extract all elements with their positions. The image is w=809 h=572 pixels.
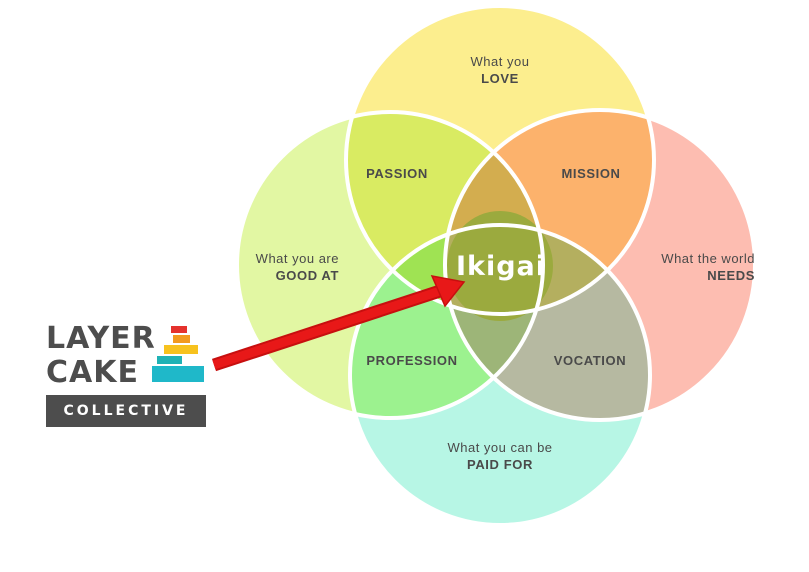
region-ikigai	[447, 211, 553, 321]
logo-cake-block-blue	[152, 366, 204, 382]
good-at-label-line2: GOOD AT	[276, 268, 339, 283]
profession-label: PROFESSION	[366, 353, 457, 368]
logo-word-collective: COLLECTIVE	[46, 395, 206, 427]
paid-for-label-line2: PAID FOR	[467, 457, 533, 472]
love-label-line2: LOVE	[481, 71, 519, 86]
logo-cake-block-red	[171, 326, 187, 333]
ikigai-label: Ikigai	[456, 251, 546, 282]
paid-for-label-line1: What you can be	[447, 440, 552, 455]
love-label-line1: What you	[471, 54, 530, 69]
passion-label: PASSION	[366, 166, 428, 181]
layer-cake-collective-logo: LAYER CAKE COLLECTIVE	[46, 322, 208, 430]
logo-word-cake: CAKE	[46, 355, 139, 390]
logo-cake-block-teal	[157, 356, 182, 364]
red-arrow	[211, 275, 466, 372]
needs-label-line1: What the world	[661, 251, 755, 266]
good-at-label-line1: What you are	[256, 251, 339, 266]
logo-cake-block-yellow	[164, 345, 198, 354]
mission-label: MISSION	[561, 166, 620, 181]
vocation-label: VOCATION	[554, 353, 626, 368]
needs-label-line2: NEEDS	[707, 268, 755, 283]
circle-outlines	[235, 4, 757, 527]
logo-cake-block-orange	[173, 335, 190, 343]
logo-word-layer: LAYER	[46, 321, 156, 356]
